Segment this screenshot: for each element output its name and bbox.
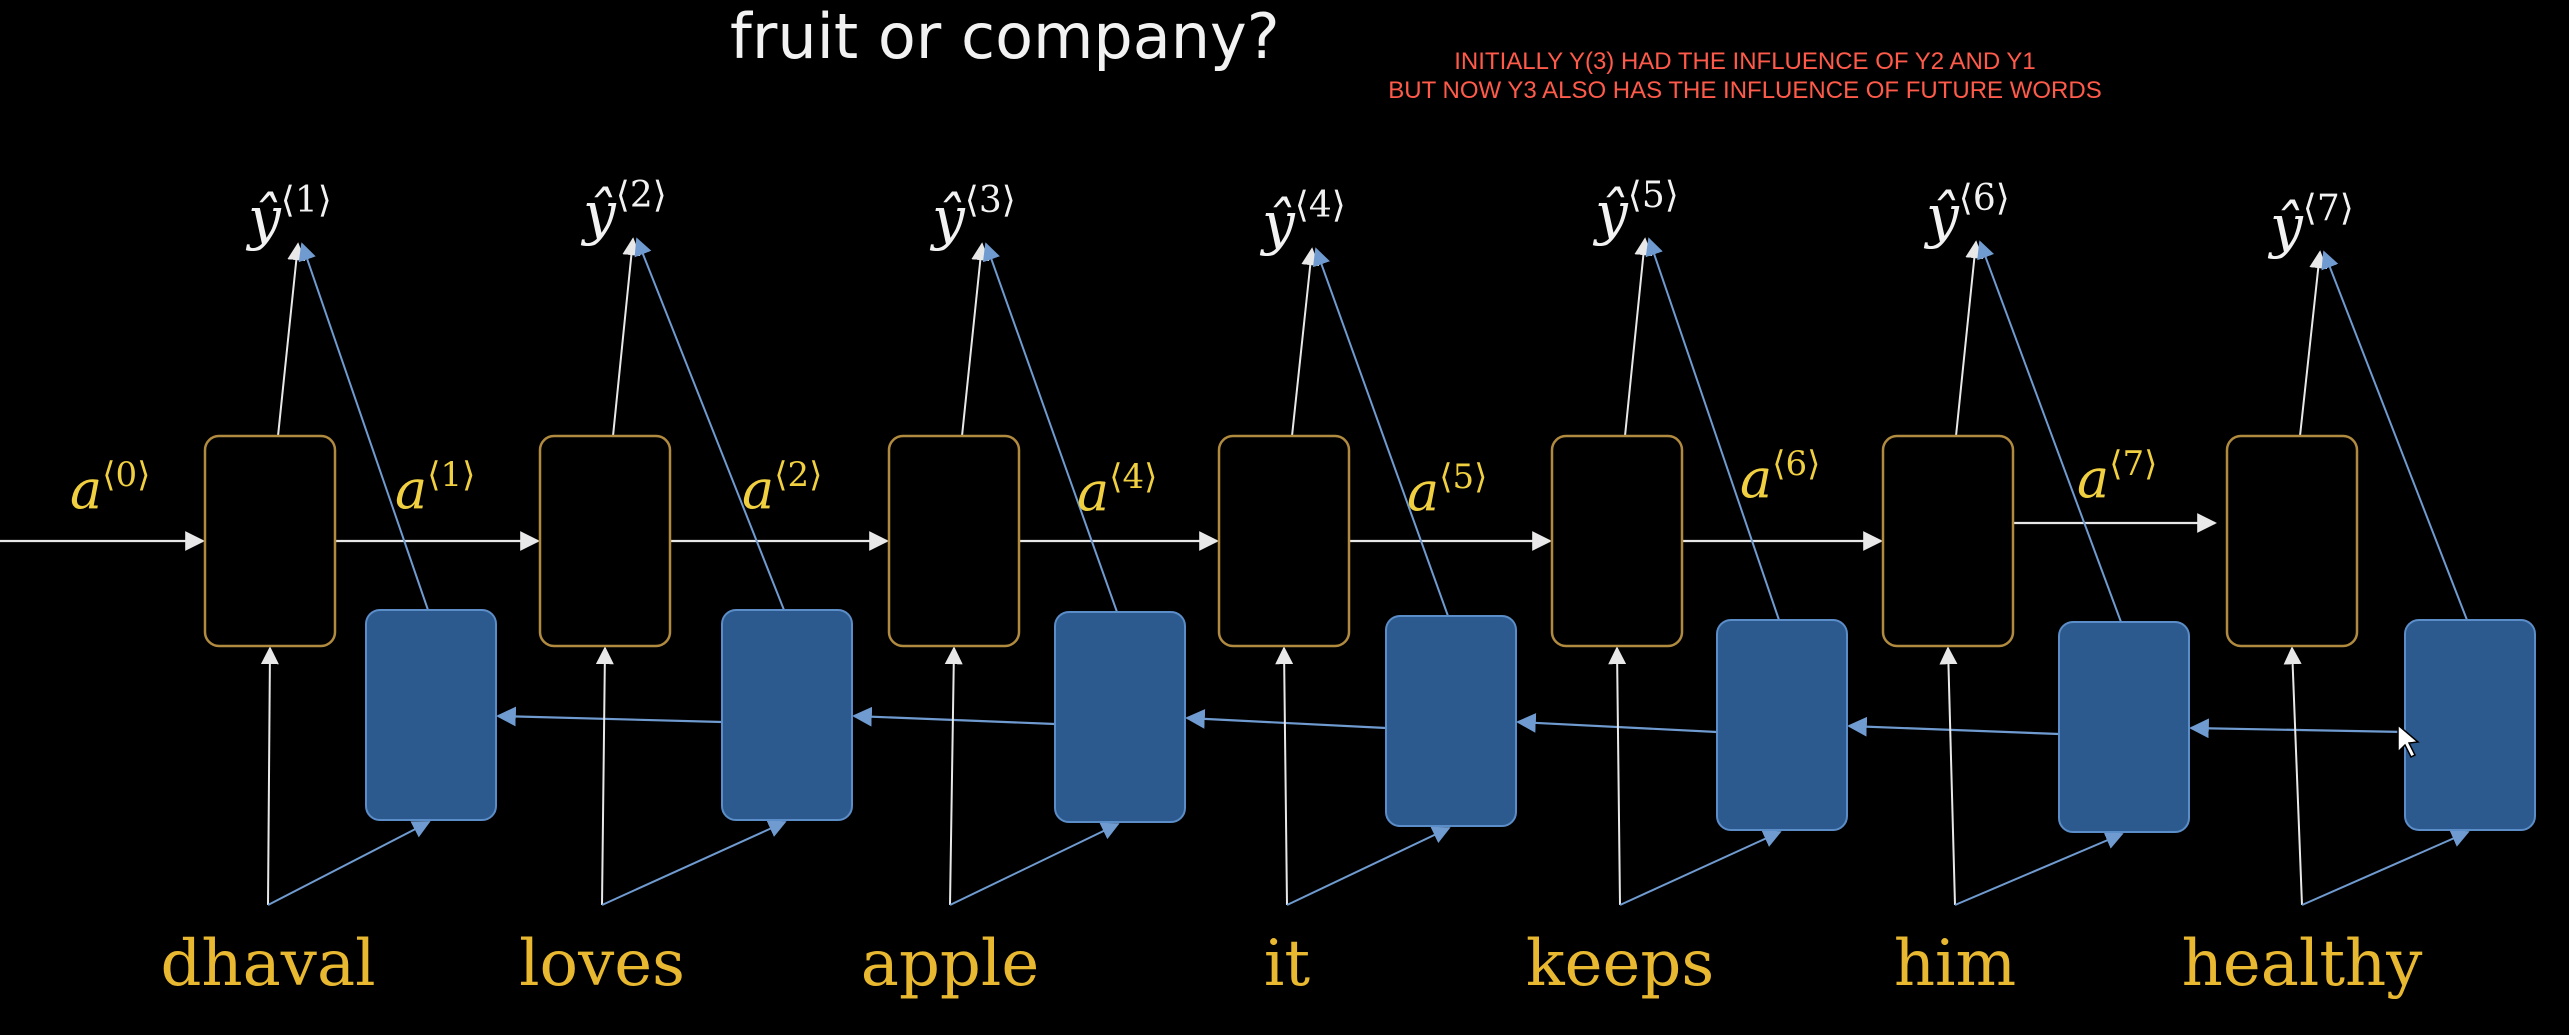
forward-cell-6 [1881,434,2015,648]
backward-cell-3 [1054,611,1186,823]
input-arrow-backward-3 [949,822,1120,906]
backward-arrow-3 [1185,709,1387,730]
input-arrow-forward-6 [1939,646,1958,906]
input-arrow-forward-5 [1608,646,1627,906]
input-arrow-backward-1 [267,821,431,906]
activation-label-1: a⟨1⟩ [395,455,475,521]
output-arrow-forward-7 [2299,250,2328,437]
output-arrow-backward-5 [1645,237,1780,621]
backward-cell-4 [1385,615,1517,827]
output-arrow-forward-4 [1291,247,1320,437]
forward-cell-3 [887,434,1021,648]
output-arrow-backward-1 [298,242,429,611]
activation-label-4: a⟨5⟩ [1407,457,1487,523]
input-arrow-forward-2 [595,646,614,906]
output-label-4: ŷ⟨4⟩ [1259,185,1346,257]
output-label-3: ŷ⟨3⟩ [929,180,1016,252]
output-arrow-backward-2 [634,237,785,611]
output-label-5: ŷ⟨5⟩ [1592,175,1679,247]
input-arrow-backward-4 [1286,826,1451,906]
output-label-6: ŷ⟨6⟩ [1923,178,2010,250]
activation-label-3: a⟨4⟩ [1077,457,1157,523]
output-arrow-forward-6 [1955,240,1984,437]
input-word-6: him [1894,927,2016,1001]
backward-cell-2 [721,609,853,821]
input-arrow-forward-4 [1275,646,1294,906]
forward-cell-5 [1550,434,1684,648]
input-word-3: apple [861,927,1039,1001]
backward-cell-7 [2404,619,2536,831]
activation-label-6: a⟨7⟩ [2077,444,2157,510]
annotation-line-2: BUT NOW Y3 ALSO HAS THE INFLUENCE OF FUT… [1388,77,2102,104]
output-arrow-backward-3 [982,242,1118,613]
input-word-4: it [1264,927,1310,1001]
input-word-5: keeps [1526,927,1714,1001]
mouse-cursor-icon [2397,723,2420,759]
input-arrow-forward-3 [944,646,963,906]
activation-label-2: a⟨2⟩ [742,455,822,521]
forward-cell-1 [203,434,337,648]
input-arrow-forward-7 [2283,646,2303,906]
input-arrow-forward-1 [260,646,279,906]
activation-label-0: a⟨0⟩ [70,455,150,521]
input-arrow-backward-7 [2301,830,2470,906]
backward-arrow-2 [852,706,1056,727]
backward-arrow-1 [496,706,723,727]
output-arrow-forward-3 [961,242,990,437]
backward-cell-1 [365,609,497,821]
output-arrow-forward-1 [277,242,306,437]
activation-label-5: a⟨6⟩ [1740,444,1820,510]
forward-cell-7 [2225,434,2359,648]
annotation-line-1: INITIALLY Y(3) HAD THE INFLUENCE OF Y2 A… [1454,48,2036,75]
output-label-1: ŷ⟨1⟩ [245,180,332,252]
input-arrow-backward-2 [601,820,787,906]
output-arrow-backward-4 [1313,247,1449,617]
output-label-2: ŷ⟨2⟩ [580,175,667,247]
output-label-7: ŷ⟨7⟩ [2267,188,2354,260]
input-arrow-backward-6 [1954,832,2124,906]
forward-cell-4 [1217,434,1351,648]
backward-cell-6 [2058,621,2190,833]
output-arrow-forward-5 [1624,237,1653,437]
input-word-1: dhaval [160,927,375,1001]
input-arrow-backward-5 [1619,830,1782,906]
input-word-2: loves [519,927,685,1001]
output-arrow-backward-7 [2321,250,2468,621]
backward-cell-5 [1716,619,1848,831]
backward-arrow-5 [1847,716,2060,737]
input-word-7: healthy [2182,927,2423,1001]
backward-arrow-6 [2189,718,2406,739]
forward-cell-2 [538,434,672,648]
output-arrow-forward-2 [612,237,641,437]
diagram-title: fruit or company? [730,0,1280,73]
output-arrow-backward-6 [1977,240,2122,623]
